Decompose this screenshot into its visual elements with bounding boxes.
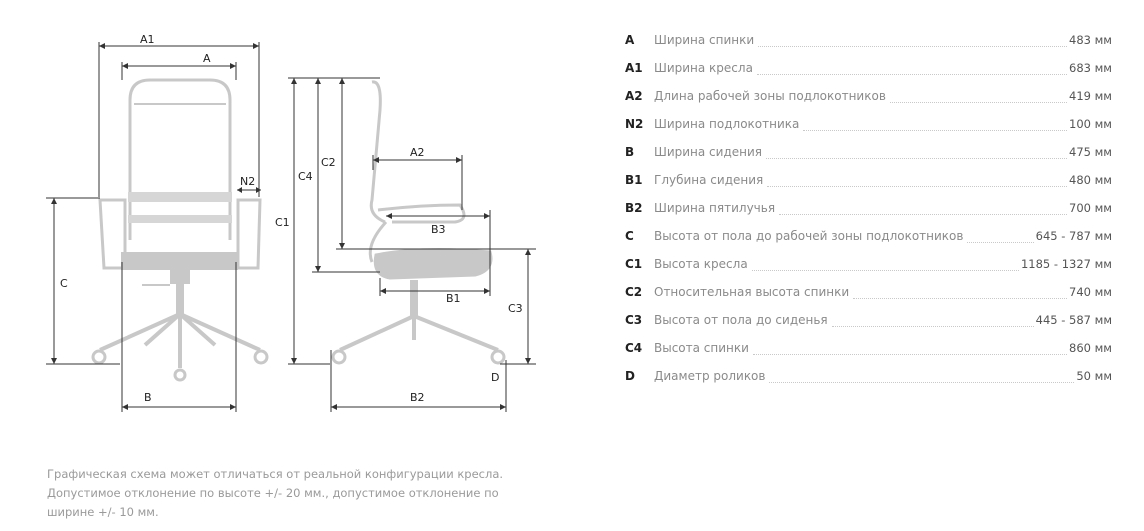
label-A2: A2 [410,146,425,159]
spec-label: Высота кресла [654,257,748,271]
spec-label: Ширина спинки [654,33,755,47]
spec-label: Высота от пола до рабочей зоны подлокотн… [654,229,964,243]
spec-value: 475 мм [1069,145,1112,159]
note-line-2: Допустимое отклонение по высоте +/- 20 м… [47,486,499,500]
spec-label: Ширина подлокотника [654,117,800,131]
spec-row: C4 Высота спинки 860 мм [612,334,1112,362]
spec-value: 860 мм [1069,341,1112,355]
label-B: B [144,391,152,404]
spec-label: Ширина кресла [654,61,753,75]
spec-label: Диаметр роликов [654,369,766,383]
spec-label: Глубина сидения [654,173,764,187]
dotted-leader [752,342,1068,355]
label-D: D [491,371,499,384]
spec-label: Высота от пола до сиденья [654,313,828,327]
spec-code: N2 [625,117,644,131]
dotted-leader [831,314,1034,327]
label-B3: B3 [431,223,446,236]
dotted-leader [853,286,1068,299]
spec-code: C3 [625,313,643,327]
spec-value: 1185 - 1327 мм [1020,257,1112,271]
disclaimer-note: Графическая схема может отличаться от ре… [47,465,517,522]
spec-code: C1 [625,257,643,271]
spec-label: Относительная высота спинки [654,285,850,299]
specifications-table: A Ширина спинки 483 мм A1 Ширина кресла 683 м… [612,26,1112,390]
chair-dimension-diagram: A1 A N2 C B C4 C2 C1 A2 B3 B1 C3 B2 D [46,33,536,412]
dotted-leader [766,146,1068,159]
dotted-leader [769,370,1075,383]
label-C: C [60,277,68,290]
label-C2: C2 [321,156,336,169]
label-C4: C4 [298,170,313,183]
dotted-leader [967,230,1034,243]
note-line-1: Графическая схема может отличаться от ре… [47,467,504,481]
spec-row: A1 Ширина кресла 683 мм [612,54,1112,82]
dotted-leader [889,90,1068,103]
spec-label: Ширина сидения [654,145,762,159]
label-C3: C3 [508,302,523,315]
spec-row: D Диаметр роликов 50 мм [612,362,1112,390]
label-B2: B2 [410,391,425,404]
spec-code: C4 [625,341,643,355]
spec-code: D [625,369,635,383]
spec-value: 50 мм [1076,369,1112,383]
dotted-leader [758,34,1068,47]
spec-code: A2 [625,89,643,103]
label-A1: A1 [140,33,155,46]
spec-row: N2 Ширина подлокотника 100 мм [612,110,1112,138]
spec-value: 445 - 587 мм [1035,313,1112,327]
spec-row: A Ширина спинки 483 мм [612,26,1112,54]
spec-code: C2 [625,285,643,299]
spec-label: Высота спинки [654,341,749,355]
spec-row: C2 Относительная высота спинки 740 мм [612,278,1112,306]
spec-code: A1 [625,61,643,75]
dotted-leader [756,62,1068,75]
spec-row: C3 Высота от пола до сиденья 445 - 587 мм [612,306,1112,334]
spec-label: Ширина пятилучья [654,201,776,215]
spec-code: B2 [625,201,643,215]
spec-code: B [625,145,635,159]
spec-code: C [625,229,634,243]
spec-value: 700 мм [1069,201,1112,215]
spec-row: C1 Высота кресла 1185 - 1327 мм [612,250,1112,278]
dotted-leader [803,118,1068,131]
spec-value: 483 мм [1069,33,1112,47]
front-view-chair [91,78,269,382]
spec-row: B1 Глубина сидения 480 мм [612,166,1112,194]
note-line-3: ширине +/- 10 мм. [47,505,159,519]
spec-value: 419 мм [1069,89,1112,103]
dotted-leader [779,202,1068,215]
spec-value: 740 мм [1069,285,1112,299]
label-N2: N2 [240,175,255,188]
label-C1: C1 [275,216,290,229]
spec-row: A2 Длина рабочей зоны подлокотников 419 мм [612,82,1112,110]
spec-value: 683 мм [1069,61,1112,75]
dimension-lines [46,42,536,412]
spec-code: A [625,33,635,47]
spec-row: C Высота от пола до рабочей зоны подлокот… [612,222,1112,250]
label-B1: B1 [446,292,461,305]
dimension-labels: A1 A N2 C B C4 C2 C1 A2 B3 B1 C3 B2 D [60,33,523,404]
spec-label: Длина рабочей зоны подлокотников [654,89,886,103]
side-view-chair [331,80,506,365]
spec-row: B2 Ширина пятилучья 700 мм [612,194,1112,222]
spec-code: B1 [625,173,643,187]
spec-value: 480 мм [1069,173,1112,187]
spec-value: 645 - 787 мм [1035,229,1112,243]
dotted-leader [767,174,1068,187]
label-A: A [203,52,211,65]
dotted-leader [751,258,1019,271]
spec-value: 100 мм [1069,117,1112,131]
spec-row: B Ширина сидения 475 мм [612,138,1112,166]
